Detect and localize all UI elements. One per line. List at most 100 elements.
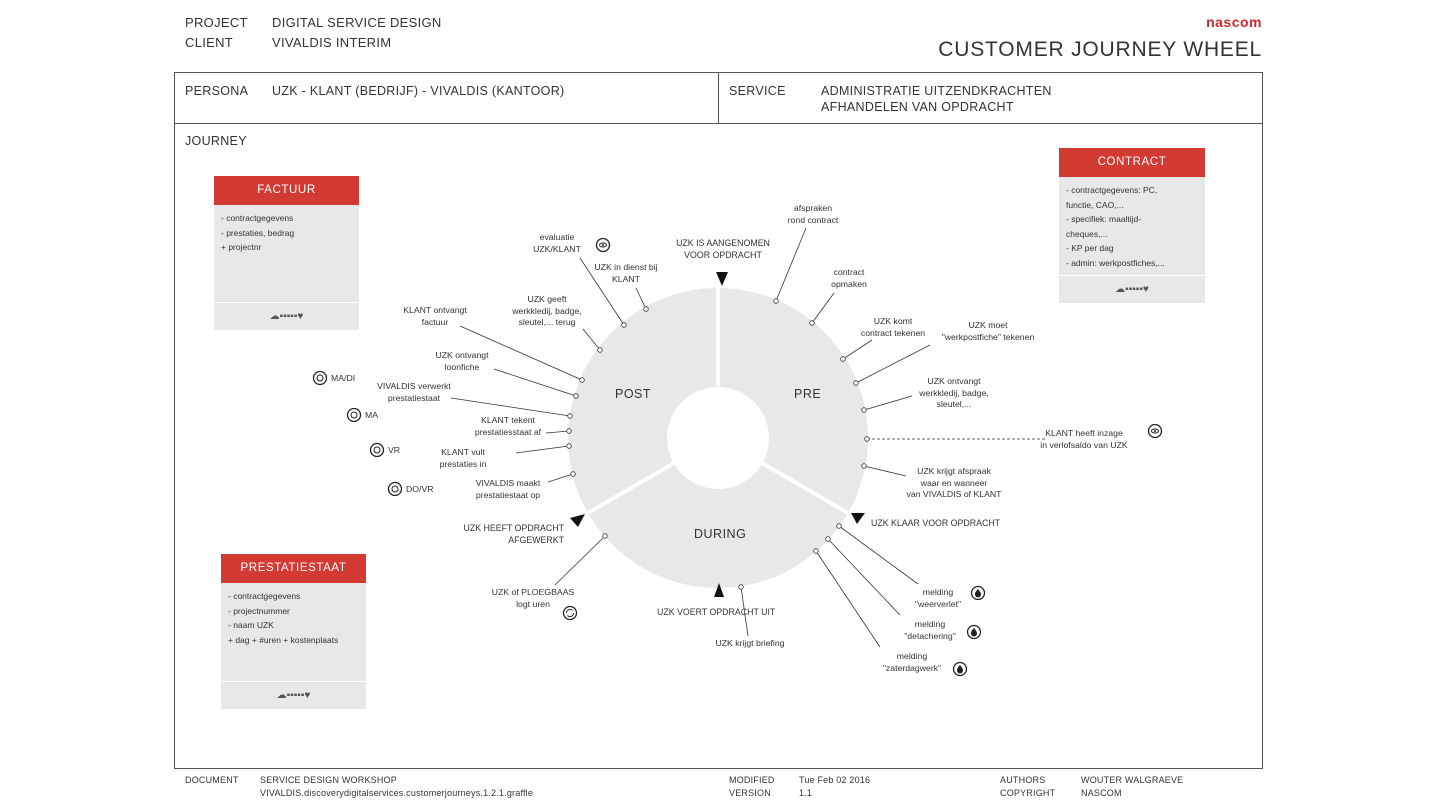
calendar-icon [369,442,385,458]
service-line-2: AFHANDELEN VAN OPDRACHT [821,100,1014,114]
phase-post: POST [615,387,652,401]
copyright-value: NASCOM [1081,788,1122,798]
journey-label: JOURNEY [185,134,247,148]
document-label: DOCUMENT [185,775,239,785]
flame-icon [952,661,968,677]
version-value: 1.1 [799,788,813,798]
brand-logo: nascom [1206,14,1262,30]
factuur-card: FACTUUR - contractgegevens - prestaties,… [214,176,359,330]
list-item: cheques,... [1066,228,1108,239]
prestatiestaat-card-title: PRESTATIESTAAT [221,554,366,583]
sync-icon [562,605,578,621]
factuur-card-items: - contractgegevens - prestaties, bedrag … [214,205,359,261]
milestone-marker [716,272,728,286]
day-ma: MA [365,410,379,420]
rating-scale: ☁▪▪▪▪▪♥ [1059,275,1205,303]
day-do-vr: DO/VR [406,484,434,494]
document-value-1: SERVICE DESIGN WORKSHOP [260,775,397,785]
list-item: - contractgegevens [228,591,301,601]
page-title: CUSTOMER JOURNEY WHEEL [938,38,1262,61]
calendar-icon [346,407,362,423]
authors-label: AUTHORS [1000,775,1046,785]
list-item: - contractgegevens: PC, [1066,185,1158,195]
list-item: - prestaties, bedrag [221,227,295,238]
step-werkpostfiche: UZK moet"werkpostfiche" tekenen [941,320,1035,342]
modified-value: Tue Feb 02 2016 [799,775,871,785]
journey-frame [174,123,1263,769]
step-weerverlet: melding"weerverlet" [914,587,962,609]
prestatiestaat-card: PRESTATIESTAAT - contractgegevens - proj… [221,554,366,709]
factuur-card-title: FACTUUR [214,176,359,205]
service-line-1: ADMINISTRATIE UITZENDKRACHTEN [821,84,1052,98]
service-label: SERVICE [729,84,786,98]
version-label: VERSION [729,788,771,798]
list-item: - naam UZK [228,620,274,630]
step-zaterdagwerk: melding"zaterdagwerk" [882,651,942,673]
contract-card-items: - contractgegevens: PC, functie, CAO,...… [1059,177,1205,276]
phase-during: DURING [694,527,747,541]
document-value-2: VIVALDIS.discoverydigitalservices.custom… [260,788,534,798]
project-label: PROJECT [185,15,248,30]
list-item: - KP per dag [1066,243,1114,253]
copyright-label: COPYRIGHT [1000,788,1056,798]
list-item: - contractgegevens [221,213,294,223]
list-item: - admin: werkpostfiches,... [1066,257,1165,268]
eye-icon [595,237,611,253]
calendar-icon [387,481,403,497]
row-divider [718,72,719,124]
calendar-icon [312,370,328,386]
milestone-voert-uit: UZK VOERT OPDRACHT UIT [657,607,776,617]
divider-right [760,461,850,515]
rating-scale: ☁▪▪▪▪▪♥ [214,302,359,330]
prestatiestaat-card-items: - contractgegevens - projectnummer - naa… [221,583,366,653]
contract-card: CONTRACT - contractgegevens: PC, functie… [1059,148,1205,303]
milestone-marker [851,513,865,524]
persona-value: UZK - KLANT (BEDRIJF) - VIVALDIS (KANTOO… [272,84,565,98]
contract-card-title: CONTRACT [1059,148,1205,177]
list-item: - projectnummer [228,605,290,616]
milestone-klaar: UZK KLAAR VOOR OPDRACHT [871,518,1001,528]
authors-value: WOUTER WALGRAEVE [1081,775,1184,785]
project-value: DIGITAL SERVICE DESIGN [272,15,442,30]
day-ma-di: MA/DI [331,373,356,383]
client-value: VIVALDIS INTERIM [272,35,392,50]
eye-icon [1147,423,1163,439]
modified-label: MODIFIED [729,775,775,785]
flame-icon [970,585,986,601]
flame-icon [966,624,982,640]
milestone-marker [570,514,585,527]
phase-pre: PRE [794,387,822,401]
list-item: - specifiek: maaltijd- [1066,214,1142,224]
list-item: functie, CAO,... [1066,199,1124,210]
wheel-hub [667,387,769,489]
step-briefing: UZK krijgt briefing [715,638,785,648]
persona-label: PERSONA [185,84,249,98]
step-detachering: melding"detachering" [904,619,956,641]
client-label: CLIENT [185,35,234,50]
list-item: + dag + #uren + kostenplaats [228,634,339,645]
divider-left [586,461,676,515]
milestone-marker [714,583,724,597]
day-vr: VR [388,445,401,455]
list-item: + projectnr [221,242,262,252]
rating-scale: ☁▪▪▪▪▪♥ [221,681,366,709]
